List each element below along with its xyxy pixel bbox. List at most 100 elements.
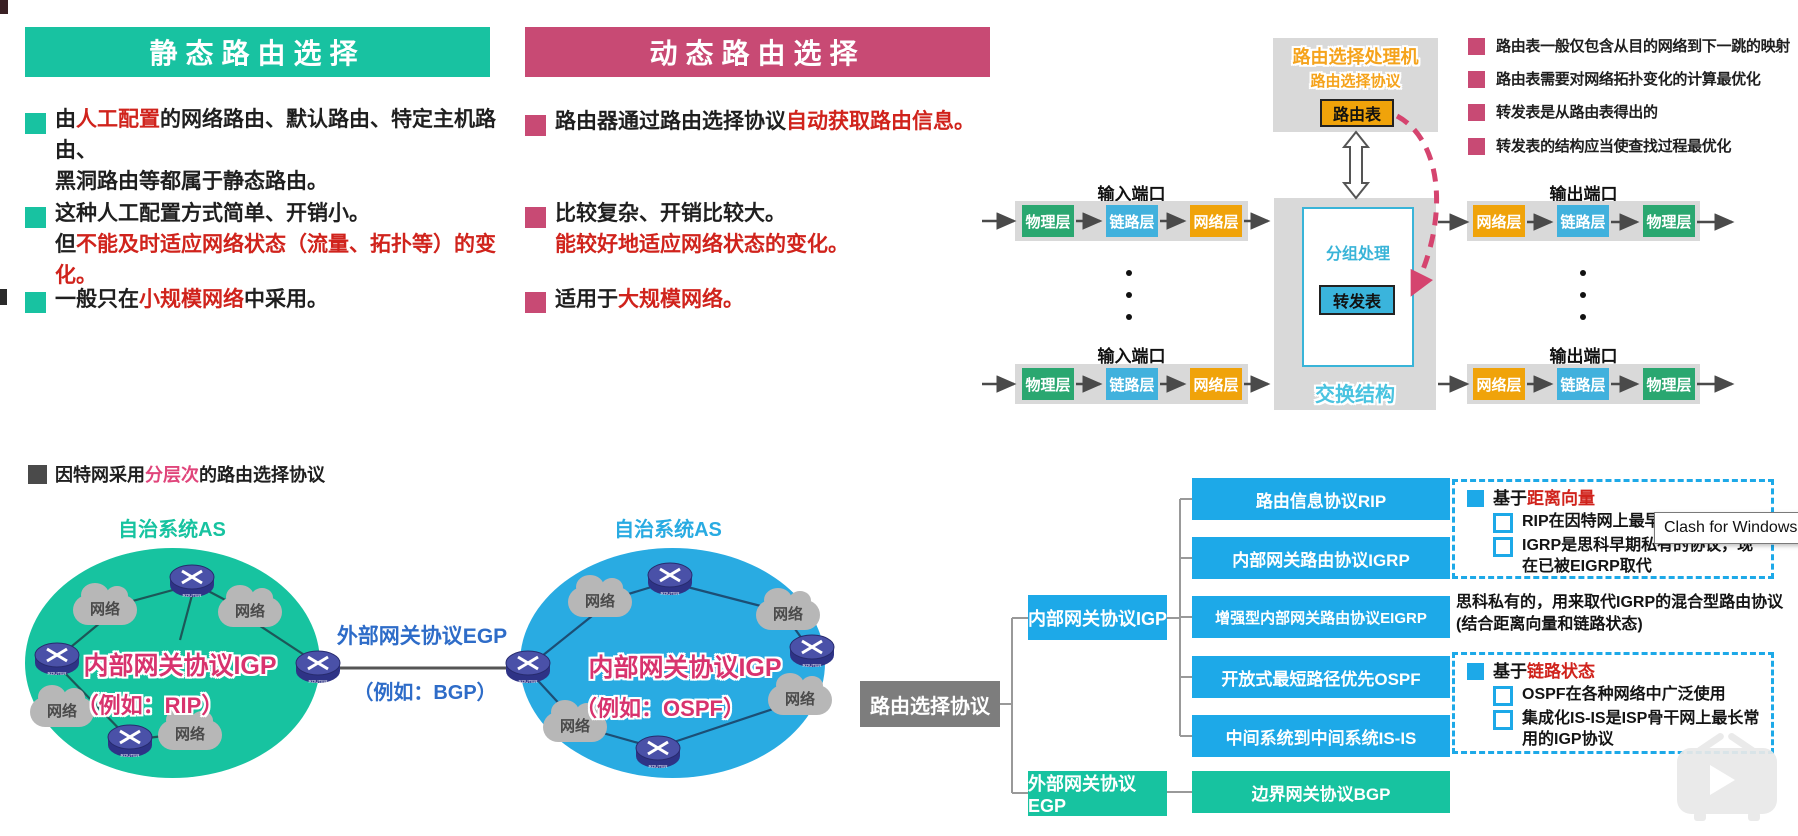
egp-example: （例如：BGP） — [353, 682, 497, 704]
router-note-1: 路由表一般仅包含从目的网络到下一跳的映射 — [1496, 38, 1791, 55]
text-segment: 由 — [55, 108, 76, 131]
text-segment-red: 距离向量 — [1527, 489, 1595, 508]
bullet-square — [525, 207, 546, 228]
static-bullet-2: 这种人工配置方式简单、开销小。 但不能及时适应网络状态（流量、拓扑等）的变化。 — [55, 198, 535, 291]
cloud-label: 网络 — [584, 593, 615, 610]
text-segment: 因特网采用 — [55, 465, 145, 485]
annotation-title: 基于链路状态 — [1493, 661, 1595, 682]
tree-root-label: 路由选择协议 — [870, 695, 990, 718]
text-segment: 适用于 — [555, 288, 618, 311]
routing-protocol-label: 路由选择协议 — [1310, 73, 1401, 90]
cloud-label: 网络 — [174, 726, 205, 743]
bullet-square — [525, 115, 546, 136]
bullet-square-dark — [28, 465, 47, 484]
router-icon: ROUTER — [647, 562, 693, 598]
text-segment: (结合距离向量和链路状态) — [1456, 616, 1643, 633]
as-label-right: 自治系统AS — [614, 519, 722, 541]
static-routing-header: 静态路由选择 — [25, 27, 490, 77]
layer-label: 链路层 — [1109, 376, 1155, 394]
cloud-label: 网络 — [234, 603, 265, 620]
annotation-item: 集成化IS-IS是ISP骨干网上最长常用的IGP协议 — [1522, 710, 1760, 748]
physical-layer-box: 物理层 — [1022, 205, 1074, 237]
routing-table-label: 路由表 — [1332, 107, 1381, 124]
packet-processing-label: 分组处理 — [1325, 246, 1390, 263]
text-segment-red: 人工配置 — [76, 108, 160, 131]
right-igp-example: （例如：OSPF） — [575, 696, 745, 721]
left-igp-label: 内部网关协议IGP — [83, 652, 277, 680]
forwarding-table-box: 转发表 — [1319, 285, 1395, 315]
router-icon: ROUTER — [635, 735, 681, 771]
layer-label: 网络层 — [1476, 213, 1522, 231]
video-watermark — [1668, 731, 1786, 826]
clash-tooltip-text: Clash for Windows — [1664, 519, 1798, 536]
layer-label: 链路层 — [1109, 213, 1155, 231]
svg-text:ROUTER: ROUTER — [519, 679, 539, 684]
link-layer-box: 链路层 — [1106, 205, 1158, 237]
note-square — [1468, 71, 1485, 88]
tree-child-rip: 路由信息协议RIP — [1192, 478, 1450, 520]
text-segment: 基于 — [1493, 489, 1527, 508]
layer-label: 物理层 — [1646, 213, 1692, 231]
network-cloud: 网络 — [158, 708, 222, 750]
static-routing-title: 静态路由选择 — [149, 38, 366, 69]
network-layer-box: 网络层 — [1473, 368, 1525, 400]
dynamic-bullet-3: 适用于大规模网络。 — [555, 284, 1035, 315]
layer-label: 物理层 — [1025, 376, 1071, 394]
left-igp-example: （例如：RIP） — [76, 693, 224, 718]
network-cloud: 网络 — [568, 575, 632, 617]
annotation-item: RIP在因特网上最早使用 — [1522, 513, 1693, 530]
hierarchy-statement: 因特网采用分层次的路由选择协议 — [55, 461, 325, 487]
text-segment: 中采用。 — [244, 288, 328, 311]
layer-label: 链路层 — [1560, 376, 1606, 394]
tree-child-ospf: 开放式最短路径优先OSPF — [1192, 656, 1450, 698]
tree-egp-box: 外部网关协议EGP — [1028, 771, 1167, 816]
text-segment: 基于 — [1493, 662, 1527, 681]
dynamic-routing-title: 动态路由选择 — [649, 38, 866, 69]
text-segment-pink: 分层次 — [145, 465, 199, 485]
edge-artifact — [0, 289, 7, 305]
output-port-label-2: 输出端口 — [1549, 347, 1618, 366]
double-arrow — [1341, 130, 1371, 200]
router-note-4: 转发表的结构应当使查找过程最优化 — [1496, 138, 1732, 155]
physical-layer-box: 物理层 — [1022, 368, 1074, 400]
bullet-square — [25, 207, 46, 228]
text-segment-red: 不能及时适应网络状态（流量、拓扑等）的变化。 — [55, 233, 496, 287]
layer-label: 链路层 — [1560, 213, 1606, 231]
tree-child-label: 内部网关路由协议IGRP — [1232, 550, 1410, 570]
blue-square-icon — [1467, 490, 1484, 507]
network-layer-box: 网络层 — [1473, 205, 1525, 237]
annotation-item: OSPF在各种网络中广泛使用 — [1522, 686, 1726, 703]
eigrp-note: 思科私有的，用来取代IGRP的混合型路由协议 (结合距离向量和链路状态) — [1456, 592, 1792, 636]
input-port-label-2: 输入端口 — [1097, 347, 1166, 366]
checkbox-icon — [1493, 686, 1513, 706]
layer-label: 网络层 — [1193, 376, 1239, 394]
layer-label: 网络层 — [1476, 376, 1522, 394]
router-note-2: 路由表需要对网络拓扑变化的计算最优化 — [1496, 71, 1761, 88]
input-port-label-1: 输入端口 — [1097, 185, 1166, 204]
ellipsis-dots — [1126, 270, 1132, 320]
text-segment: 这种人工配置方式简单、开销小。 — [55, 202, 370, 225]
bullet-square — [25, 113, 46, 134]
output-port-label-1: 输出端口 — [1549, 185, 1618, 204]
checkbox-icon — [1493, 513, 1513, 533]
link-layer-box: 链路层 — [1557, 368, 1609, 400]
clash-tooltip: Clash for Windows — [1654, 512, 1798, 544]
routing-table-box: 路由表 — [1320, 99, 1394, 127]
svg-text:ROUTER: ROUTER — [48, 671, 68, 676]
forwarding-table-label: 转发表 — [1332, 294, 1381, 311]
tree-child-label: 中间系统到中间系统IS-IS — [1225, 728, 1417, 748]
dynamic-bullet-2: 比较复杂、开销比较大。 能较好地适应网络状态的变化。 — [555, 198, 1035, 260]
tree-igp-box: 内部网关协议IGP — [1028, 595, 1167, 640]
annotation-box-link-state: 基于链路状态 OSPF在各种网络中广泛使用 集成化IS-IS是ISP骨干网上最长… — [1452, 652, 1774, 754]
annotation-title: 基于距离向量 — [1493, 488, 1595, 509]
note-square — [1468, 138, 1485, 155]
text-segment: 一般只在 — [55, 288, 139, 311]
tv-foot — [1748, 812, 1760, 821]
ellipsis-dots — [1580, 270, 1586, 320]
tree-child-isis: 中间系统到中间系统IS-IS — [1192, 715, 1450, 757]
tree-child-label: 增强型内部网关路由协议EIGRP — [1215, 609, 1427, 627]
static-bullet-3: 一般只在小规模网络中采用。 — [55, 284, 535, 315]
text-segment-red: 小规模网络 — [139, 288, 244, 311]
cloud-label: 网络 — [89, 601, 120, 618]
